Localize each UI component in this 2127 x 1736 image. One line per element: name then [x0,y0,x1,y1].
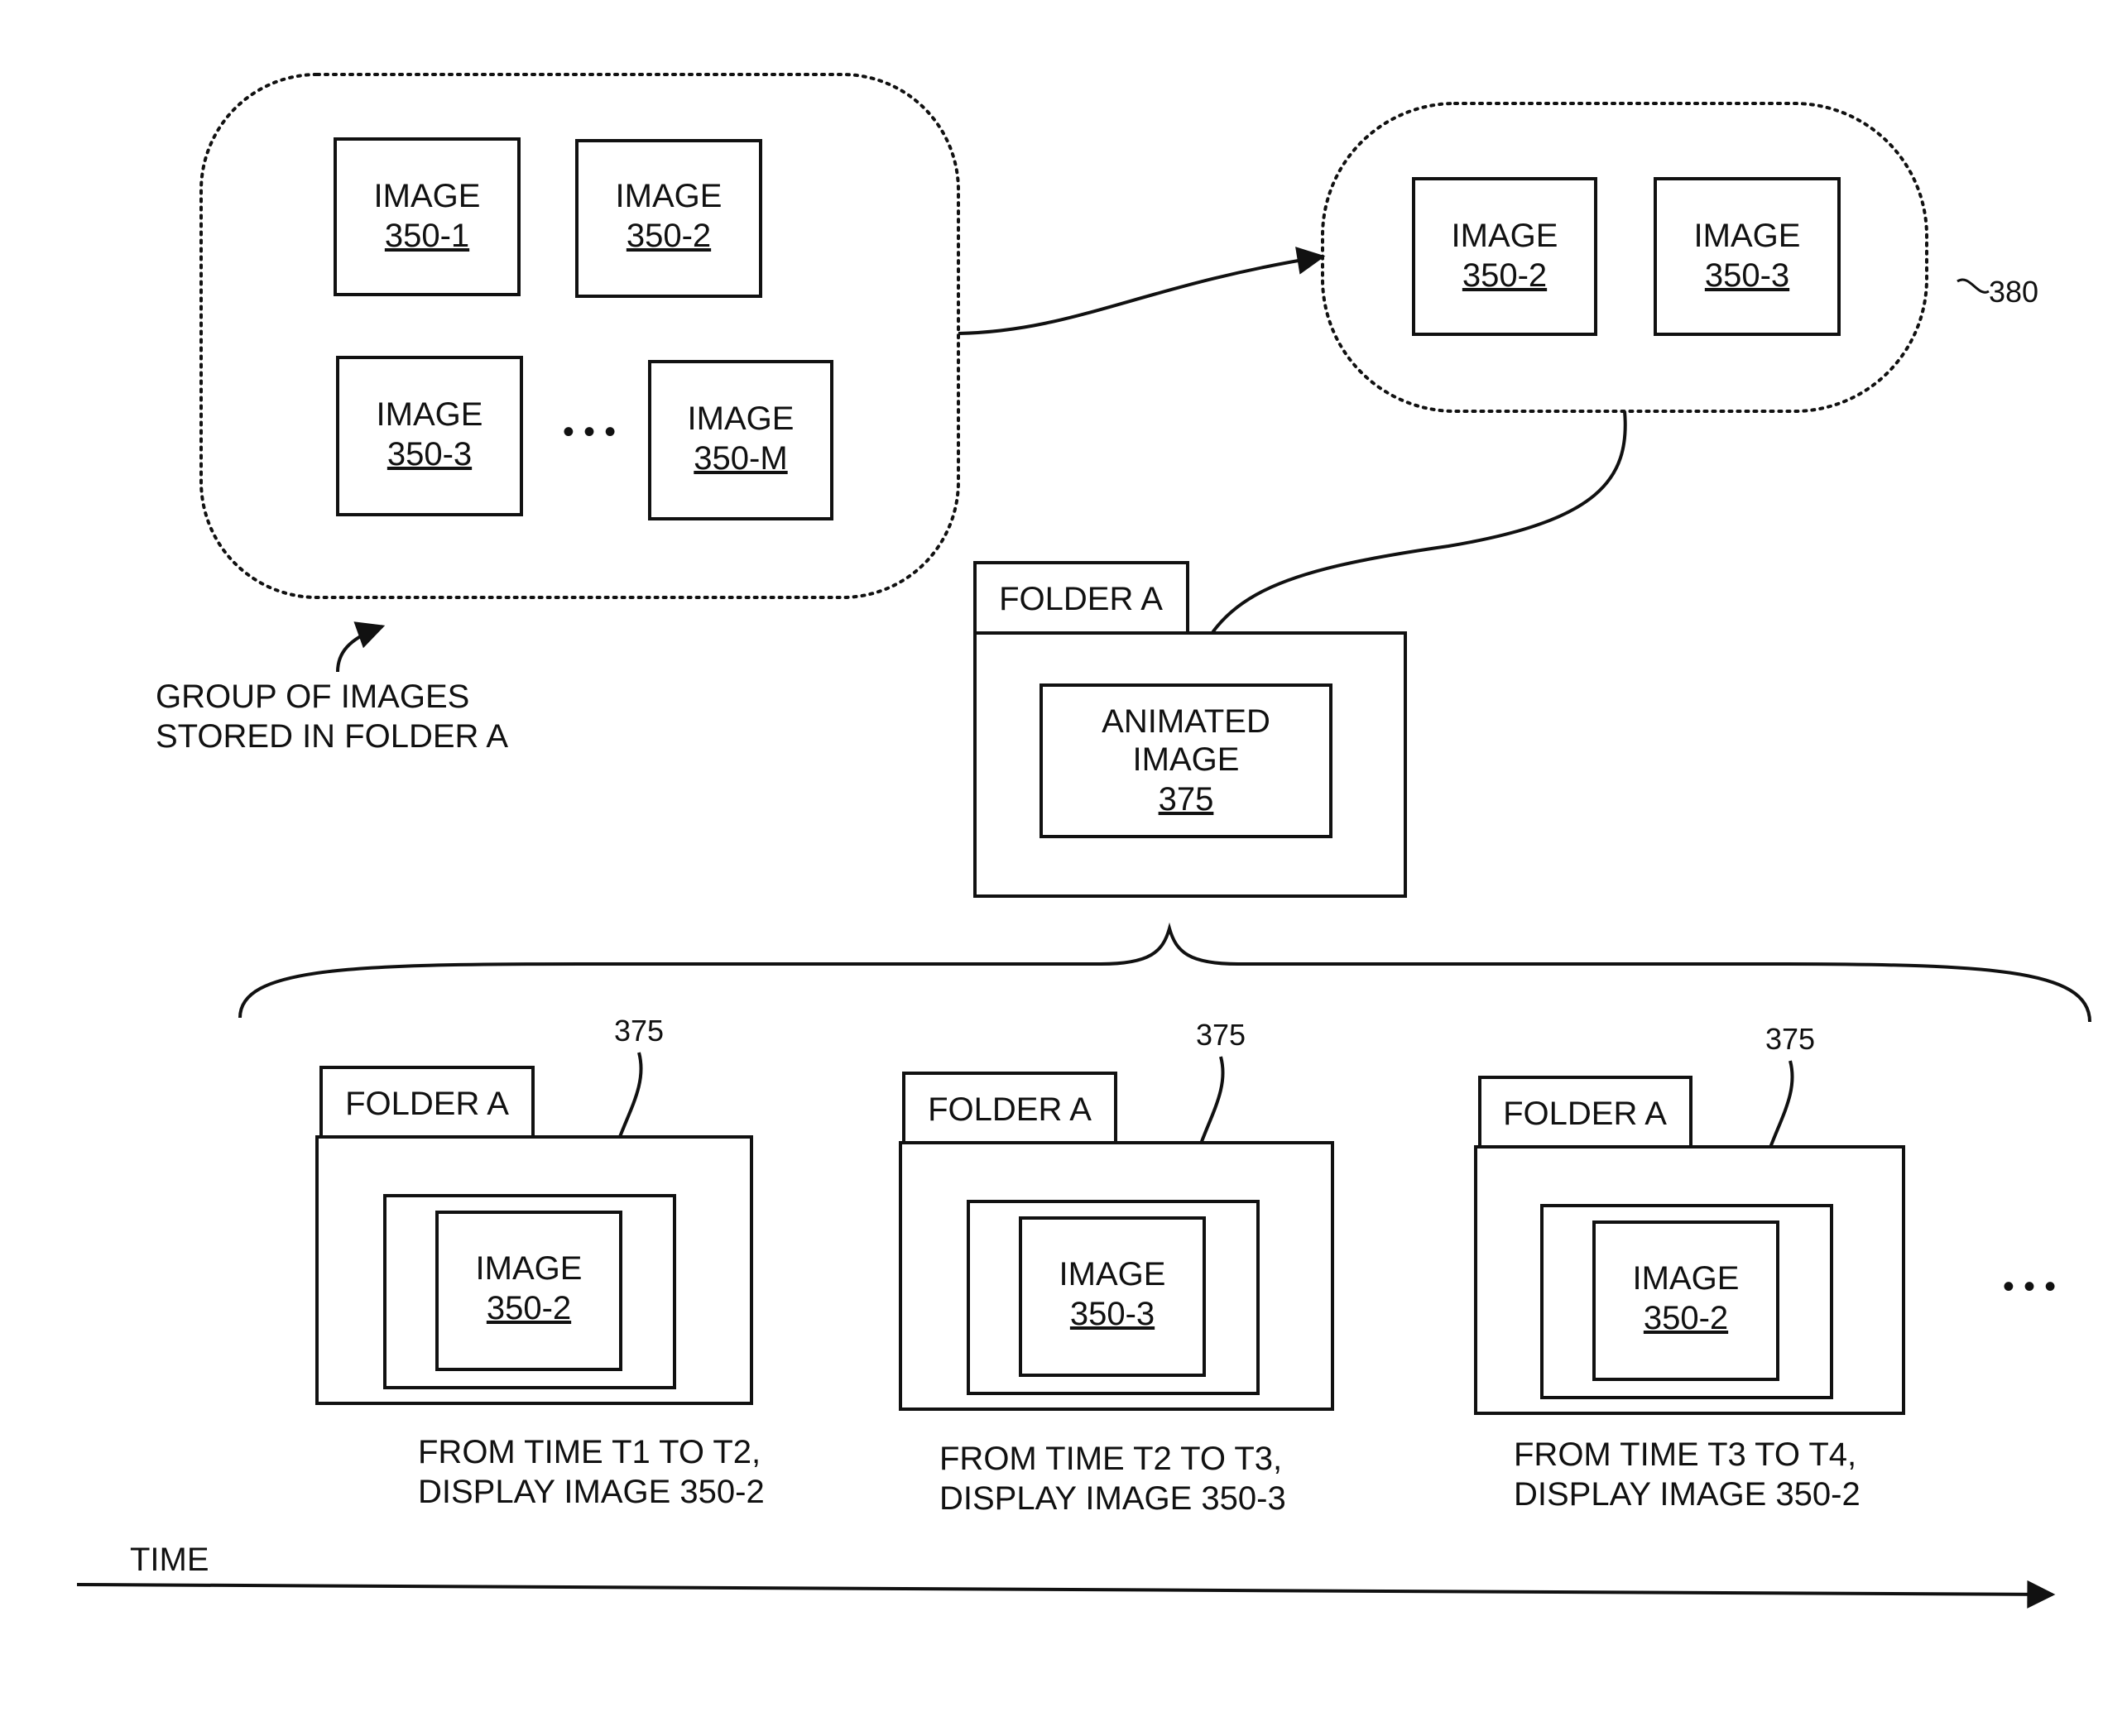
animated-ref: 375 [1159,781,1214,818]
folder-tab-label: FOLDER A [1503,1096,1667,1132]
frames-brace [240,928,2090,1022]
frame-ref-375: 375 [1765,1022,1815,1056]
time-axis-arrow [77,1585,2053,1595]
ref-380: 380 [1989,275,2038,309]
image-number: 350-2 [1462,257,1547,294]
frame-3: 375 FOLDER A IMAGE 350-2 FROM TIME T3 TO… [1476,1022,1904,1513]
frame-ref-375: 375 [1196,1018,1246,1052]
frame-caption-line1: FROM TIME T3 TO T4, [1514,1436,1856,1473]
animated-line1: ANIMATED [1102,703,1270,740]
animated-image-375: ANIMATED IMAGE 375 [1041,685,1331,837]
image-word: IMAGE [374,178,481,214]
image-word: IMAGE [1452,218,1558,254]
folder-a-main: FOLDER A ANIMATED IMAGE 375 [975,563,1405,896]
animated-line2: IMAGE [1133,741,1240,778]
image-number: 350-2 [1644,1300,1728,1336]
group-caption-line1: GROUP OF IMAGES [156,679,469,715]
image-word: IMAGE [377,396,483,433]
frames-ellipsis: • • • [2003,1268,2056,1305]
selected-image-350-2: IMAGE 350-2 [1414,179,1596,334]
image-word: IMAGE [1694,218,1801,254]
frame-caption-line2: DISPLAY IMAGE 350-2 [1514,1476,1861,1513]
image-number: 350-2 [487,1290,571,1326]
select-arrow [958,257,1323,333]
image-number: 350-3 [1070,1296,1155,1332]
frame-1: 375 FOLDER A IMAGE 350-2 FROM TIME T1 TO… [317,1014,765,1510]
group-caption-line2: STORED IN FOLDER A [156,718,508,755]
group-image-350-1: IMAGE 350-1 [335,139,519,295]
frame-ref-375: 375 [614,1014,664,1048]
selected-image-350-3: IMAGE 350-3 [1655,179,1839,334]
image-number: 350-3 [1705,257,1789,294]
time-label: TIME [130,1542,209,1578]
image-word: IMAGE [1633,1260,1740,1297]
folder-tab-label: FOLDER A [928,1091,1092,1128]
frame-caption-line1: FROM TIME T1 TO T2, [418,1434,761,1470]
image-number: 350-2 [627,218,711,254]
folder-tab-label: FOLDER A [999,581,1163,617]
ref-380-leader [1957,280,1989,292]
image-number: 350-1 [385,218,469,254]
group-caption-arrow [338,626,382,672]
image-group-region: IMAGE 350-1 IMAGE 350-2 IMAGE 350-3 • • … [201,74,958,597]
image-number: 350-3 [387,436,472,472]
group-ellipsis: • • • [563,414,616,450]
folder-tab-label: FOLDER A [345,1086,509,1122]
selected-images-region-380: IMAGE 350-2 IMAGE 350-3 [1323,103,1927,411]
frame-caption-line2: DISPLAY IMAGE 350-3 [939,1480,1286,1517]
group-image-350-3: IMAGE 350-3 [338,357,521,515]
group-image-350-m: IMAGE 350-M [650,362,832,519]
image-word: IMAGE [476,1250,583,1287]
image-word: IMAGE [1059,1256,1166,1292]
frame-caption-line2: DISPLAY IMAGE 350-2 [418,1474,765,1510]
frame-2: 375 FOLDER A IMAGE 350-3 FROM TIME T2 TO… [900,1018,1332,1517]
group-image-350-2: IMAGE 350-2 [577,141,761,296]
image-word: IMAGE [616,178,723,214]
image-word: IMAGE [688,400,795,437]
image-number: 350-M [694,440,787,477]
frame-caption-line1: FROM TIME T2 TO T3, [939,1441,1282,1477]
